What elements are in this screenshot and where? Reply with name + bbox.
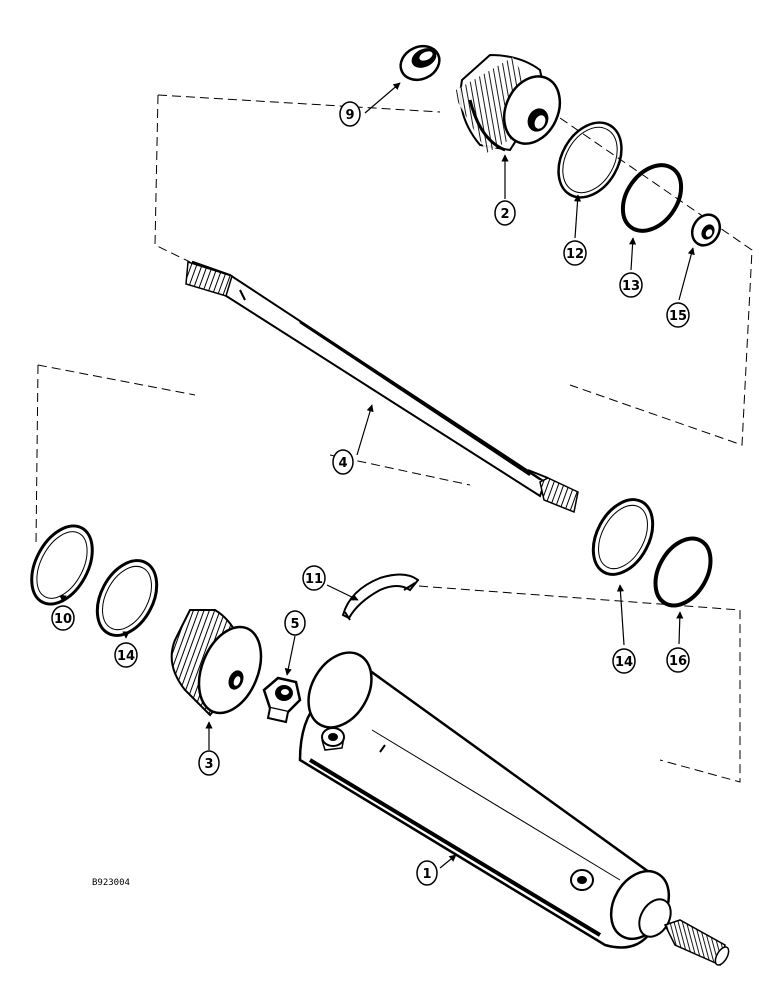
part-13-o-ring (620, 163, 684, 233)
svg-text:4: 4 (338, 456, 347, 471)
part-2-gland (452, 53, 562, 153)
svg-text:5: 5 (290, 617, 299, 632)
svg-text:3: 3 (204, 757, 213, 772)
callout-1: 1 (416, 860, 438, 886)
part-16-o-ring (653, 536, 713, 608)
svg-text:1: 1 (422, 867, 431, 882)
svg-text:9: 9 (345, 108, 354, 123)
part-9-wiper (399, 44, 441, 82)
svg-text:14: 14 (615, 655, 633, 670)
callout-15: 15 (666, 302, 690, 328)
part-14-ring-right (591, 498, 655, 576)
svg-text:14: 14 (117, 649, 135, 664)
upper-dashed-assembly-outline (154, 94, 753, 446)
callout-14-left: 14 (114, 642, 138, 668)
part-11-snap-ring (341, 573, 420, 620)
callout-10: 10 (51, 605, 75, 631)
callouts: 1 2 3 4 5 9 10 11 (51, 101, 690, 886)
svg-text:2: 2 (500, 207, 509, 222)
svg-text:10: 10 (54, 612, 72, 627)
svg-text:15: 15 (669, 309, 687, 324)
callout-4: 4 (332, 449, 354, 475)
svg-text:11: 11 (305, 572, 323, 587)
part-15-seal (690, 213, 722, 247)
part-3-piston (170, 609, 263, 717)
lower-dashed-assembly-outline (35, 364, 741, 783)
leader-lines (59, 82, 695, 869)
callout-13: 13 (619, 272, 643, 298)
callout-3: 3 (198, 750, 220, 776)
callout-9: 9 (339, 101, 361, 127)
callout-14-right: 14 (612, 648, 636, 674)
callout-11: 11 (302, 565, 326, 591)
part-5-nut (262, 676, 302, 724)
part-14-ring-left (95, 559, 159, 637)
part-12-backup-ring (557, 121, 623, 199)
callout-12: 12 (563, 240, 587, 266)
part-1-cylinder-barrel (298, 651, 730, 967)
figure-id: B923004 (92, 878, 130, 888)
callout-2: 2 (494, 200, 516, 226)
part-10-ring (30, 524, 94, 606)
svg-text:12: 12 (566, 247, 584, 262)
callout-16: 16 (666, 647, 690, 673)
callout-5: 5 (284, 610, 306, 636)
part-4-piston-rod (185, 260, 579, 514)
svg-text:13: 13 (622, 279, 640, 294)
svg-text:16: 16 (669, 654, 687, 669)
